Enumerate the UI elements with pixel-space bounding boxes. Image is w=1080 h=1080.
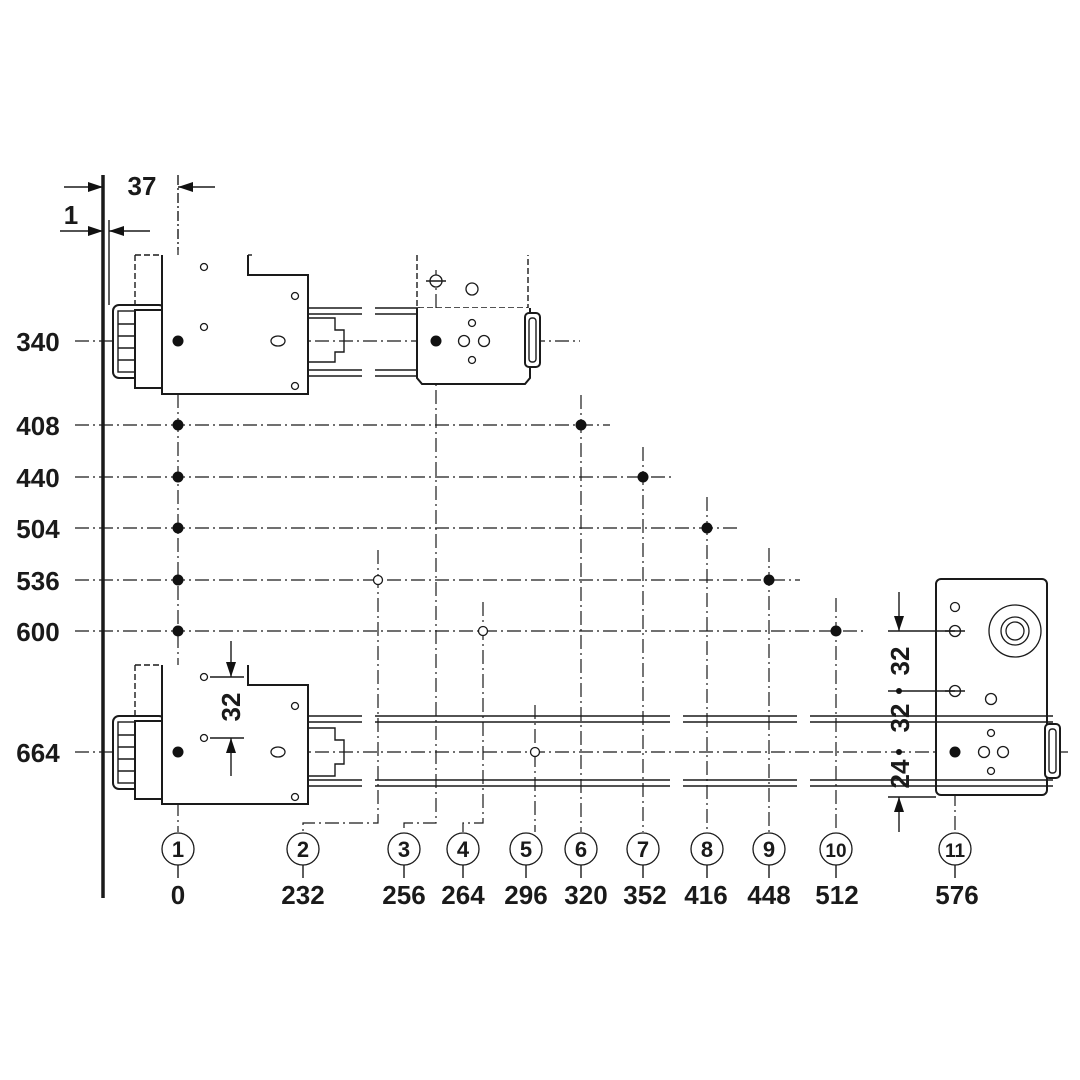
position-marker-2: 2 232: [281, 832, 325, 910]
dimension-offset-top-label: 37: [128, 171, 157, 201]
drill-point: [172, 574, 184, 586]
drill-point: [172, 335, 184, 347]
position-marker-3: 3 256: [382, 832, 426, 910]
row-label: 600: [16, 617, 59, 647]
position-value: 512: [815, 880, 858, 910]
upper-runner-assembly: [112, 254, 541, 395]
position-number: 5: [520, 837, 532, 862]
drill-point: [830, 625, 842, 637]
drill-point: [430, 335, 442, 347]
position-value: 416: [684, 880, 727, 910]
position-number: 10: [825, 841, 846, 862]
position-number: 6: [575, 837, 587, 862]
position-marker-4: 4 264: [441, 832, 485, 910]
position-marker-8: 8 416: [684, 832, 728, 910]
row-label: 504: [16, 514, 60, 544]
position-value: 448: [747, 880, 790, 910]
row-label: 664: [16, 738, 60, 768]
drill-point: [763, 574, 775, 586]
position-marker-5: 5 296: [504, 832, 548, 910]
position-value: 576: [935, 880, 978, 910]
dimension-right-stack: 32 32 24: [885, 592, 955, 832]
position-value: 320: [564, 880, 607, 910]
position-value: 0: [171, 880, 185, 910]
position-number: 4: [457, 837, 470, 862]
position-markers: 1 0 2 232 3 256 4 264 5 296: [161, 832, 979, 910]
position-marker-10: 10 512: [815, 832, 859, 910]
position-number: 8: [701, 837, 713, 862]
right-mounting-bracket: [935, 578, 1061, 796]
position-number: 2: [297, 837, 309, 862]
drill-point: [637, 471, 649, 483]
position-number: 3: [398, 837, 410, 862]
drill-point: [949, 746, 961, 758]
drill-point: [172, 746, 184, 758]
position-marker-6: 6 320: [564, 832, 608, 910]
position-value: 256: [382, 880, 425, 910]
drill-point-open: [372, 574, 384, 586]
dimension-right-c-label: 24: [885, 759, 915, 788]
drill-point: [172, 419, 184, 431]
position-value: 296: [504, 880, 547, 910]
drill-point: [172, 522, 184, 534]
position-value: 352: [623, 880, 666, 910]
drill-point-open: [477, 625, 489, 637]
row-label: 440: [16, 463, 59, 493]
row-label: 340: [16, 327, 59, 357]
drill-point: [172, 625, 184, 637]
position-number: 11: [945, 841, 966, 862]
position-number: 1: [172, 837, 184, 862]
dimension-upper-pitch-label: 32: [216, 693, 246, 722]
position-number: 7: [637, 837, 649, 862]
dimension-offset-left: 1: [60, 200, 150, 305]
lower-runner-assembly: [112, 664, 940, 805]
position-marker-7: 7 352: [623, 832, 667, 910]
position-value: 232: [281, 880, 324, 910]
position-number: 9: [763, 837, 775, 862]
dimension-offset-left-label: 1: [64, 200, 78, 230]
dimension-upper-pitch: 32: [210, 641, 246, 776]
drill-point: [701, 522, 713, 534]
position-marker-9: 9 448: [747, 832, 791, 910]
dimension-right-b-label: 32: [885, 704, 915, 733]
row-label: 408: [16, 411, 59, 441]
row-labels: 340 408 440 504 536 600 664: [16, 327, 60, 768]
dimension-right-a-label: 32: [885, 647, 915, 676]
drill-point: [575, 419, 587, 431]
position-marker-1: 1 0: [161, 832, 195, 910]
drill-points: [172, 335, 961, 758]
position-value: 264: [441, 880, 485, 910]
drill-point: [172, 471, 184, 483]
position-marker-11: 11 576: [935, 832, 979, 910]
row-label: 536: [16, 566, 59, 596]
dimension-offset-top: 37: [64, 171, 215, 250]
